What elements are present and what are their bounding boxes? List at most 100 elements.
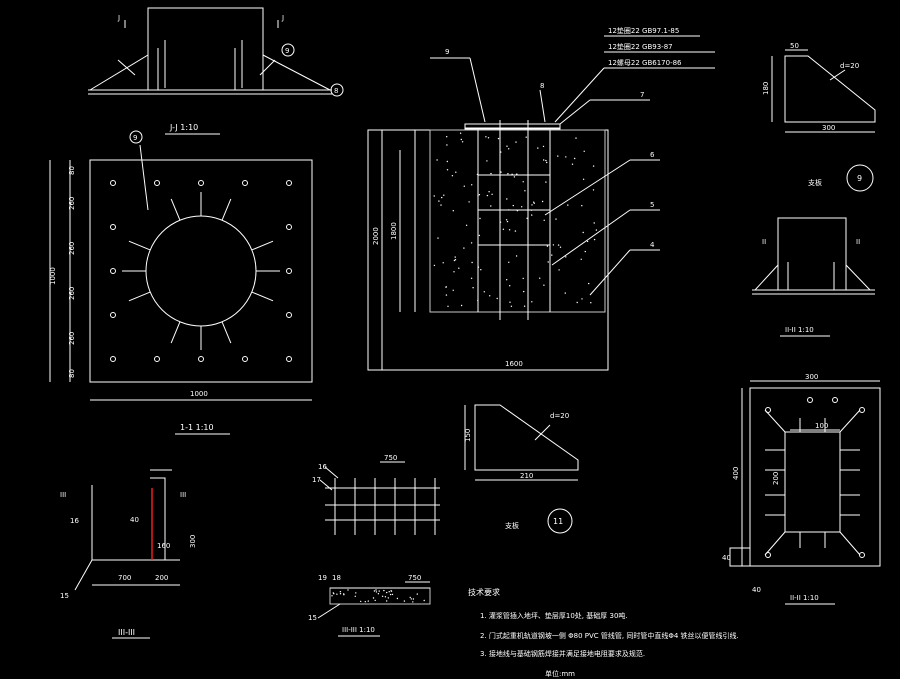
- concrete-speckle: [555, 218, 557, 220]
- concrete-speckle: [580, 258, 582, 260]
- stiff-bubble: 9: [857, 174, 862, 183]
- concrete-speckle: [509, 301, 511, 303]
- plate-rib: [221, 198, 232, 221]
- concrete-speckle: [584, 250, 586, 253]
- bubble-8-label: 8: [334, 87, 338, 95]
- concrete-speckle: [468, 201, 470, 203]
- lb-label-16: 16: [70, 517, 79, 525]
- bolt-hole: [242, 356, 248, 362]
- strip-speckle: [377, 593, 380, 595]
- plate-dim-v-1: 260: [68, 197, 76, 210]
- strip-speckle: [386, 591, 388, 594]
- notes-item-1: 1. 灌浆管插入地坪、垫层厚10处, 基础厚 30吨.: [480, 611, 628, 620]
- plate-dim-v-5: 80: [68, 369, 76, 378]
- strip-speckle: [354, 595, 356, 597]
- concrete-speckle: [523, 305, 526, 307]
- mid-thickness: d=20: [550, 412, 569, 420]
- concrete-speckle: [513, 176, 516, 178]
- concrete-speckle: [592, 165, 595, 167]
- concrete-speckle: [543, 219, 545, 221]
- strip-label-15: 15: [308, 614, 317, 622]
- concrete-speckle: [565, 156, 567, 158]
- concrete-speckle: [463, 247, 465, 249]
- strip-speckle: [410, 598, 412, 600]
- concrete-speckle: [546, 161, 548, 164]
- lb-dim-40: 40: [130, 516, 139, 524]
- foundation-section: 2000 1800 1600 12垫圈22 GB97.1-85 12垫圈22 G…: [367, 26, 715, 371]
- strip-speckle: [378, 590, 380, 592]
- strip-speckle: [388, 591, 390, 593]
- stiff-caption: 支板: [808, 178, 822, 187]
- concrete-speckle: [454, 256, 456, 258]
- plate-rib: [128, 240, 151, 251]
- notes-item-3: 3. 接地线与基础钢筋焊接并满足接地电阻要求及规范.: [480, 649, 645, 658]
- concrete-speckle: [543, 284, 545, 286]
- rebar-mesh: 750 16 17: [312, 454, 440, 535]
- strip-speckle: [355, 592, 357, 594]
- right-mid-elevation: II II II-II 1:10: [752, 217, 875, 337]
- bolt-hole: [286, 312, 292, 318]
- concrete-speckle: [537, 147, 539, 149]
- concrete-speckle: [445, 294, 448, 296]
- rp-dim-40b: 40: [752, 586, 761, 594]
- concrete-speckle: [445, 286, 447, 288]
- right-mark-left: II: [762, 238, 766, 246]
- bolt-hole: [198, 180, 204, 186]
- plate-dim-v-3: 260: [68, 287, 76, 300]
- concrete-speckle: [433, 264, 436, 267]
- concrete-speckle: [510, 305, 513, 307]
- concrete-speckle: [472, 287, 474, 289]
- strip-speckle: [383, 589, 385, 592]
- top-left-caption: J-J 1:10: [169, 123, 198, 132]
- concrete-speckle: [451, 175, 454, 177]
- concrete-speckle: [508, 261, 510, 263]
- concrete-speckle: [583, 150, 585, 152]
- strip-speckle: [373, 590, 376, 592]
- concrete-speckle: [522, 181, 524, 183]
- dim-1600: 1600: [505, 360, 523, 368]
- right-mid-caption: II-II 1:10: [785, 326, 814, 334]
- mesh-label-16: 16: [318, 463, 327, 471]
- stiffener-plate-top: 50 180 300 d=20 支板 9: [762, 42, 876, 192]
- concrete-speckle: [567, 204, 569, 206]
- concrete-speckle: [582, 231, 584, 234]
- rp-dim-200: 200: [772, 472, 780, 485]
- strip-speckle: [396, 597, 399, 600]
- stiff-dim-50: 50: [790, 42, 799, 50]
- strip-speckle: [343, 593, 345, 595]
- concrete-speckle: [523, 290, 525, 293]
- concrete-speckle: [590, 302, 592, 304]
- rp-dim-300: 300: [805, 373, 818, 381]
- right-plate-hole: [859, 552, 865, 558]
- concrete-speckle: [446, 136, 448, 138]
- concrete-speckle: [586, 240, 589, 243]
- concrete-speckle: [571, 163, 574, 165]
- rp-dim-400: 400: [732, 467, 740, 480]
- concrete-speckle: [447, 305, 449, 307]
- lb-mark-right: III: [180, 491, 186, 499]
- concrete-speckle: [470, 277, 473, 279]
- concrete-speckle: [446, 169, 449, 171]
- right-plate-hole: [765, 407, 771, 413]
- concrete-speckle: [443, 194, 445, 196]
- strip-speckle: [387, 597, 389, 599]
- strip-speckle: [384, 596, 387, 598]
- right-plate-rib: [764, 531, 786, 556]
- right-plate-hole: [765, 552, 771, 558]
- lb-mark-left: III: [60, 491, 66, 499]
- bolt-hole: [286, 268, 292, 274]
- label-9: 9: [445, 48, 449, 56]
- concrete-speckle: [593, 222, 595, 224]
- strip-speckle: [389, 593, 392, 596]
- concrete-speckle: [479, 217, 481, 220]
- strip-speckle: [336, 593, 338, 595]
- concrete-speckle: [522, 277, 524, 280]
- dim-2000: 2000: [372, 227, 380, 245]
- concrete-speckle: [508, 229, 511, 231]
- concrete-speckle: [515, 141, 517, 143]
- concrete-speckle: [574, 157, 576, 160]
- plate-bubble-9: 9: [133, 134, 137, 142]
- plate-dim-v-2: 260: [68, 242, 76, 255]
- concrete-speckle: [460, 304, 463, 307]
- notes-unit: 单位:mm: [545, 669, 575, 678]
